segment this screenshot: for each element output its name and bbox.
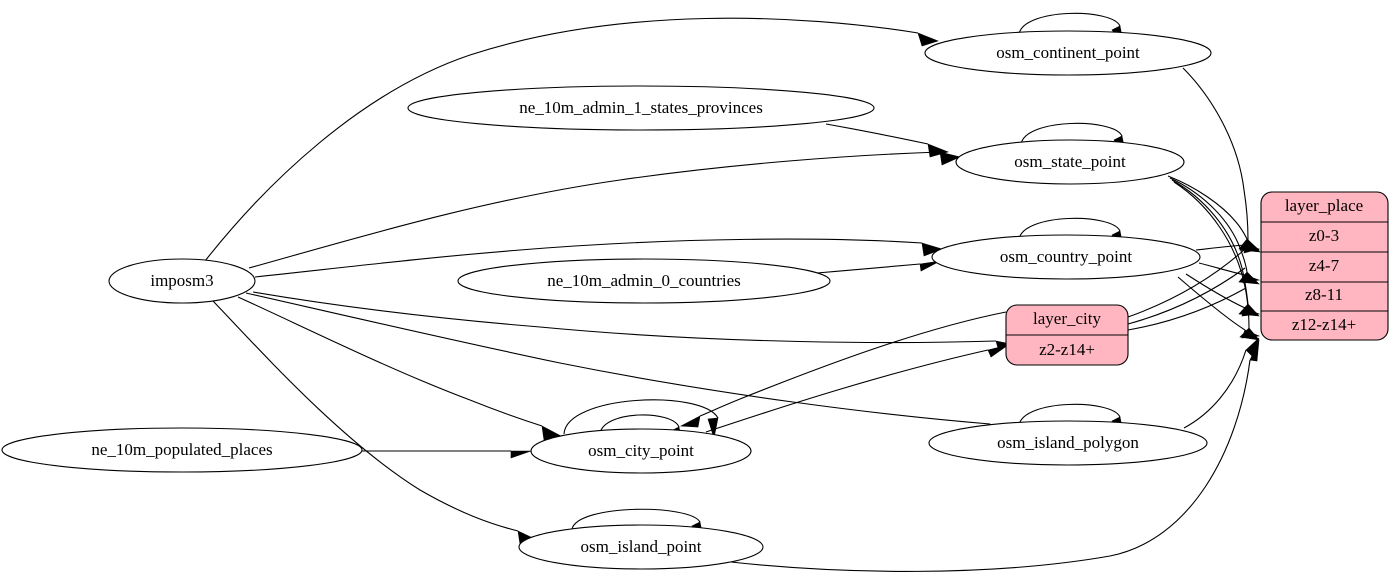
- arrowhead: [921, 242, 943, 257]
- edge-osm_island_polygon-to-layer_place: [1183, 349, 1247, 429]
- node-osm_island_polygon[interactable]: osm_island_polygon: [928, 420, 1208, 466]
- arrowhead: [1243, 244, 1261, 254]
- node-label-osm_continent_point: osm_continent_point: [996, 43, 1140, 62]
- edge-layer_city-rail-1: [1127, 249, 1245, 318]
- edge-osm_state_point-to-layer_place-z0-3: [1167, 175, 1248, 240]
- node-ne_10m_admin_1_states_provinces[interactable]: ne_10m_admin_1_states_provinces: [407, 85, 875, 131]
- arrowhead: [1242, 274, 1261, 284]
- node-osm_continent_point[interactable]: osm_continent_point: [924, 30, 1212, 76]
- edge-imposm3-to-osm_country_point: [254, 238, 923, 278]
- edge-imposm3-to-osm_state_point: [248, 151, 941, 269]
- record-row-layer_place-z12-z14[interactable]: z12-z14+: [1292, 315, 1356, 334]
- arrowhead: [927, 143, 949, 158]
- node-label-ne_countries: ne_10m_admin_0_countries: [547, 271, 741, 290]
- arrowhead: [1245, 337, 1260, 357]
- selfloop-osm_island_point: [571, 508, 701, 530]
- node-layer: imposm3 ne_10m_admin_1_states_provinces …: [1, 30, 1389, 570]
- selfloop-osm_country_point: [1018, 217, 1121, 240]
- node-label-ne_states: ne_10m_admin_1_states_provinces: [519, 98, 763, 117]
- arrowhead: [919, 260, 941, 272]
- edge-osm_city_point-to-layer_city: [705, 349, 989, 433]
- edge-osm_state_point-to-layer_place-z4-7: [1169, 177, 1248, 273]
- node-label-osm_city_point: osm_city_point: [588, 441, 694, 460]
- edge-imposm3-to-osm_continent_point: [204, 17, 919, 262]
- record-row-layer_place-title: layer_place: [1285, 196, 1363, 215]
- node-ne_10m_populated_places[interactable]: ne_10m_populated_places: [1, 427, 363, 473]
- selfloop-osm_island_polygon: [1018, 403, 1121, 426]
- selfloop-osm_continent_point: [1018, 12, 1121, 35]
- arrowhead: [939, 151, 961, 166]
- edge-ne_states-to-osm_state_point: [825, 123, 929, 145]
- node-label-osm_island_point: osm_island_point: [581, 537, 702, 556]
- edge-ne_countries-to-osm_country_point: [816, 263, 921, 274]
- edge-osm_continent_point-to-layer_place-z0-3: [1182, 67, 1249, 241]
- node-label-osm_country_point: osm_country_point: [1000, 247, 1132, 266]
- selfloop-inner-osm_city_point: [599, 414, 680, 434]
- node-osm_city_point[interactable]: osm_city_point: [530, 428, 752, 474]
- record-node-layer_city[interactable]: layer_city z2-z14+: [1005, 304, 1129, 366]
- edge-osm_country_point-to-layer_place-z4-7: [1198, 262, 1246, 276]
- arrowhead: [987, 344, 1009, 358]
- arrowhead: [1241, 329, 1261, 339]
- record-row-layer_place-z0-3[interactable]: z0-3: [1309, 226, 1339, 245]
- node-label-ne_places: ne_10m_populated_places: [91, 440, 272, 459]
- node-imposm3[interactable]: imposm3: [108, 258, 256, 304]
- node-ne_10m_admin_0_countries[interactable]: ne_10m_admin_0_countries: [457, 258, 831, 304]
- selfloop-osm_state_point: [1020, 122, 1123, 145]
- edge-imposm3-to-osm_island_point: [212, 300, 519, 532]
- edge-osm_country_point-to-layer_place-z0-3: [1195, 244, 1247, 251]
- node-osm_state_point[interactable]: osm_state_point: [955, 139, 1185, 185]
- edge-layer_city-to-osm_city_point: [699, 311, 1007, 417]
- edge-layer_city-rail-2: [1127, 267, 1246, 325]
- arrowhead: [707, 417, 719, 439]
- arrowhead: [1241, 307, 1261, 317]
- edge-imposm3-to-osm_island_polygon: [245, 292, 991, 425]
- node-osm_country_point[interactable]: osm_country_point: [931, 234, 1201, 280]
- edge-osm_island_point-to-layer_place: [730, 359, 1251, 572]
- edge-osm_country_point-to-layer_place-z12-z14: [1177, 276, 1246, 331]
- node-label-osm_island_polygon: osm_island_polygon: [997, 433, 1139, 452]
- arrowhead: [679, 415, 701, 428]
- record-row-layer_place-z4-7[interactable]: z4-7: [1309, 256, 1340, 275]
- selfloop-outer-osm_city_point: [563, 399, 719, 435]
- edge-layer_city-rail-3: [1127, 287, 1247, 331]
- edge-osm_country_point-to-layer_place-z8-11: [1185, 273, 1246, 309]
- arrowhead: [917, 32, 939, 47]
- edge-imposm3-to-osm_city_point: [237, 296, 543, 427]
- node-label-osm_state_point: osm_state_point: [1014, 152, 1126, 171]
- node-label-imposm3: imposm3: [150, 271, 213, 290]
- node-osm_island_point[interactable]: osm_island_point: [518, 524, 764, 570]
- arrowhead: [510, 450, 532, 459]
- record-row-layer_city-title: layer_city: [1033, 309, 1101, 328]
- arrowhead: [1249, 339, 1260, 362]
- record-node-layer_place[interactable]: layer_place z0-3 z4-7 z8-11 z12-z14+: [1260, 191, 1389, 341]
- record-row-layer_place-z8-11[interactable]: z8-11: [1305, 285, 1343, 304]
- record-row-layer_city-z2-z14[interactable]: z2-z14+: [1039, 340, 1095, 359]
